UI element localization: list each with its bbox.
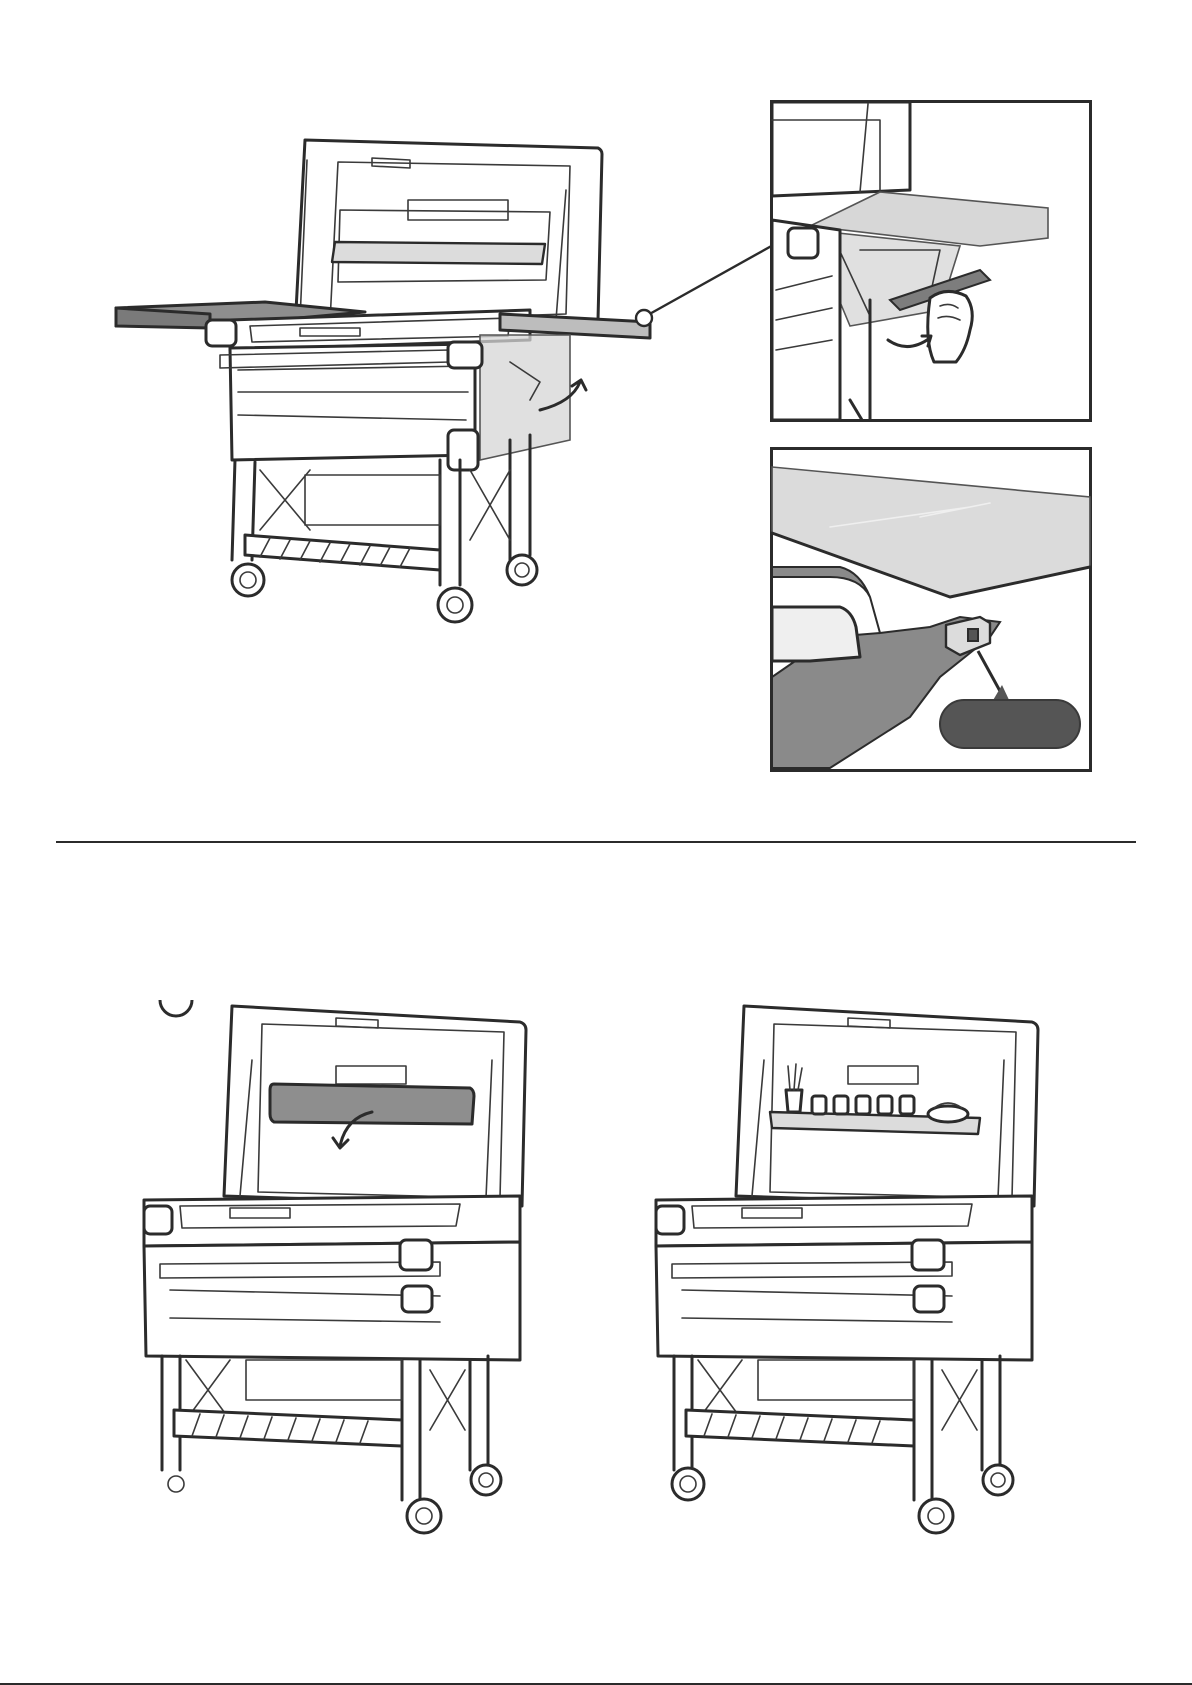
callout-connector [630,240,780,330]
callout-label [940,700,1080,748]
detail-table-lock [770,447,1092,772]
detail-bracket-unfold [770,100,1092,422]
figure-cart-lid-shelf-lowering [140,1000,540,1540]
section-divider [56,841,1136,843]
callout-circle-icon [636,310,652,326]
figure-cart-lid-shelf-loaded [652,1000,1052,1540]
figure-cart-side-tables [110,130,710,670]
